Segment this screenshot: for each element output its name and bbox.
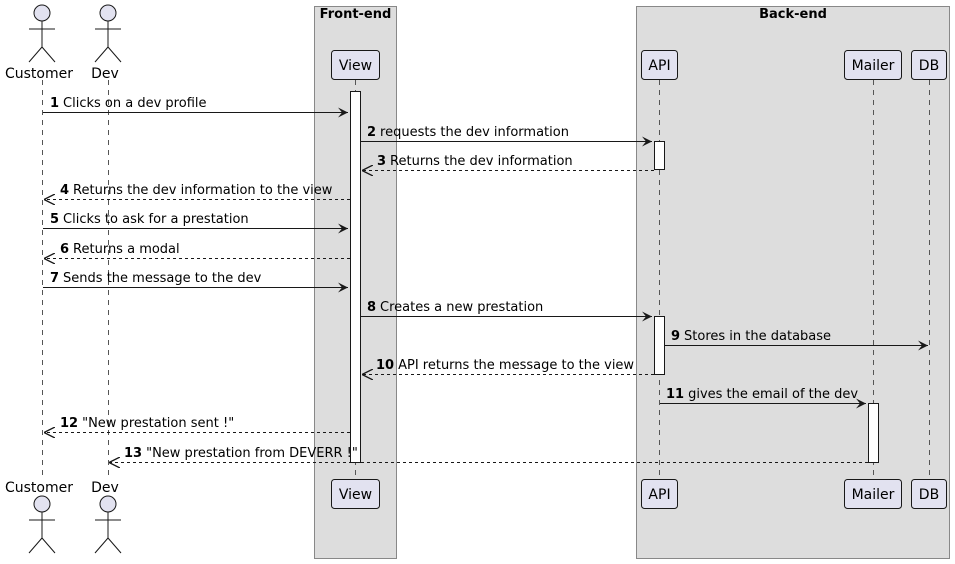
message-6: 6 Returns a modal (44, 242, 350, 259)
message-number: 9 (671, 329, 680, 344)
message-number: 7 (50, 271, 59, 286)
participant-view-top: View (331, 50, 380, 80)
participant-api-label-top: API (648, 58, 670, 74)
message-text: Returns the dev information to the view (73, 183, 333, 198)
activation-mailer (868, 403, 879, 463)
actor-customer-label-bottom: Customer (5, 480, 73, 496)
message-13: 13 "New prestation from DEVERR !" (109, 446, 868, 463)
message-number: 6 (60, 242, 69, 257)
message-label: 13 "New prestation from DEVERR !" (124, 446, 358, 461)
message-number: 13 (124, 446, 142, 461)
message-5: 5 Clicks to ask for a prestation (43, 212, 348, 234)
participant-view-bottom: View (331, 479, 380, 509)
participant-db-bottom: DB (911, 479, 947, 509)
message-number: 1 (50, 96, 59, 111)
customer-head-icon (33, 4, 51, 22)
message-label: 8 Creates a new prestation (367, 300, 543, 315)
participant-mailer-label-top: Mailer (852, 58, 895, 74)
message-text: Creates a new prestation (380, 300, 543, 315)
message-number: 5 (50, 212, 59, 227)
message-label: 1 Clicks on a dev profile (50, 96, 207, 111)
message-text: API returns the message to the view (398, 358, 634, 373)
participant-api-bottom: API (641, 479, 678, 509)
message-7: 7 Sends the message to the dev (43, 271, 348, 293)
message-number: 10 (376, 358, 394, 373)
activation-api-2 (654, 316, 665, 375)
message-text: Clicks on a dev profile (63, 96, 206, 111)
group-backend-box (636, 6, 950, 559)
actor-dev-label-top: Dev (91, 66, 119, 82)
message-label: 9 Stores in the database (671, 329, 831, 344)
dev-body-icon (94, 21, 122, 63)
message-number: 2 (367, 125, 376, 140)
message-10: 10 API returns the message to the view (362, 358, 654, 375)
group-backend: Back-end (636, 6, 950, 559)
participant-db-top: DB (911, 50, 947, 80)
message-9: 9 Stores in the database (665, 329, 928, 351)
message-text: Sends the message to the dev (63, 271, 262, 286)
message-number: 4 (60, 183, 69, 198)
participant-mailer-bottom: Mailer (844, 479, 902, 509)
message-4: 4 Returns the dev information to the view (44, 183, 350, 200)
dev-head-icon (99, 4, 117, 22)
message-number: 8 (367, 300, 376, 315)
message-text: Clicks to ask for a prestation (63, 212, 249, 227)
customer-head-icon (33, 495, 51, 513)
message-label: 2 requests the dev information (367, 125, 569, 140)
participant-mailer-top: Mailer (844, 50, 902, 80)
message-label: 6 Returns a modal (60, 242, 180, 257)
participant-view-label-top: View (339, 58, 372, 74)
message-label: 3 Returns the dev information (377, 154, 573, 169)
message-label: 12 "New prestation sent !" (60, 416, 234, 431)
activation-view (350, 91, 361, 463)
message-label: 4 Returns the dev information to the view (60, 183, 333, 198)
participant-db-label-top: DB (919, 58, 939, 74)
actor-dev-top (94, 4, 122, 63)
message-3: 3 Returns the dev information (362, 154, 654, 171)
message-8: 8 Creates a new prestation (361, 300, 652, 322)
message-text: Stores in the database (684, 329, 831, 344)
group-frontend-title: Front-end (320, 7, 392, 22)
message-text: Returns a modal (73, 242, 180, 257)
dev-head-icon (99, 495, 117, 513)
message-label: 11 gives the email of the dev (666, 387, 858, 402)
participant-api-label-bottom: API (648, 487, 670, 503)
group-backend-title: Back-end (759, 7, 827, 22)
actor-dev-label-bottom: Dev (91, 480, 119, 496)
activation-api-1 (654, 141, 665, 170)
message-11: 11 gives the email of the dev (660, 387, 866, 409)
message-text: Returns the dev information (390, 154, 573, 169)
message-text: requests the dev information (380, 125, 569, 140)
actor-dev-bottom (94, 495, 122, 554)
customer-body-icon (28, 512, 56, 554)
message-text: "New prestation sent !" (82, 416, 234, 431)
message-number: 11 (666, 387, 684, 402)
message-number: 12 (60, 416, 78, 431)
message-label: 10 API returns the message to the view (376, 358, 634, 373)
message-text: gives the email of the dev (688, 387, 858, 402)
message-text: "New prestation from DEVERR !" (146, 446, 358, 461)
message-label: 5 Clicks to ask for a prestation (50, 212, 249, 227)
actor-customer-label-top: Customer (5, 66, 73, 82)
message-12: 12 "New prestation sent !" (44, 416, 350, 433)
participant-db-label-bottom: DB (919, 487, 939, 503)
actor-customer-bottom (28, 495, 56, 554)
dev-body-icon (94, 512, 122, 554)
message-2: 2 requests the dev information (361, 125, 652, 147)
message-number: 3 (377, 154, 386, 169)
customer-body-icon (28, 21, 56, 63)
message-1: 1 Clicks on a dev profile (43, 96, 348, 118)
participant-view-label-bottom: View (339, 487, 372, 503)
message-label: 7 Sends the message to the dev (50, 271, 262, 286)
participant-api-top: API (641, 50, 678, 80)
participant-mailer-label-bottom: Mailer (852, 487, 895, 503)
actor-customer-top (28, 4, 56, 63)
